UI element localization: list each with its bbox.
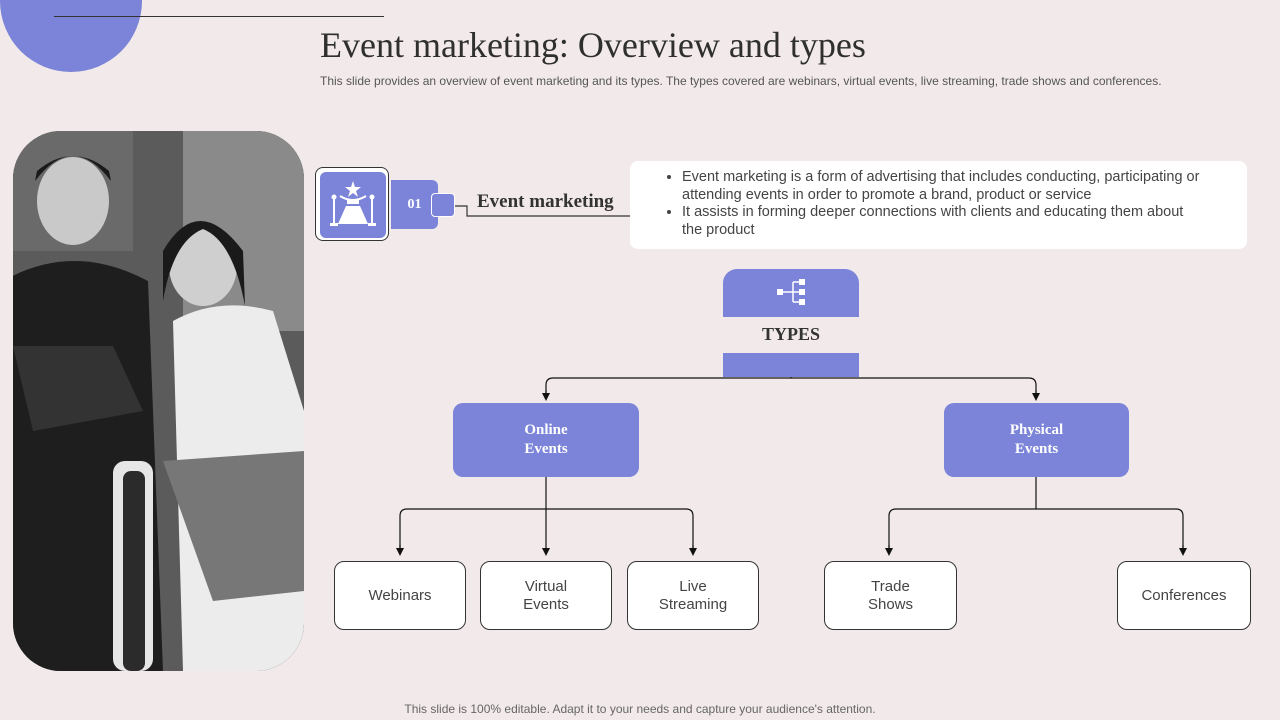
- photo-illustration: [13, 131, 304, 671]
- overview-description: Event marketing is a form of advertising…: [630, 161, 1247, 249]
- step-number-tab: 01: [391, 180, 438, 229]
- connector-square: [431, 193, 455, 217]
- hierarchy-icon: [777, 279, 805, 305]
- live-streaming-box: Live Streaming: [627, 561, 759, 630]
- decorative-line: [54, 16, 384, 17]
- online-branch: [399, 508, 694, 552]
- virtual-events-box: Virtual Events: [480, 561, 612, 630]
- footer-note: This slide is 100% editable. Adapt it to…: [404, 702, 876, 716]
- webinars-box: Webinars: [334, 561, 466, 630]
- event-stage-icon: [330, 181, 376, 226]
- types-header-top: [723, 269, 859, 317]
- people-photo: [13, 131, 304, 671]
- conferences-box: Conferences: [1117, 561, 1251, 630]
- physical-branch: [888, 508, 1184, 552]
- types-header-bottom: [723, 353, 859, 377]
- event-icon-tile: [320, 172, 386, 238]
- decorative-circle: [0, 0, 142, 72]
- overview-bullet: It assists in forming deeper connections…: [682, 204, 1207, 239]
- page-title: Event marketing: Overview and types: [320, 25, 866, 65]
- types-branch: [545, 377, 1037, 397]
- physical-events-box: Physical Events: [944, 403, 1129, 477]
- overview-bullet: Event marketing is a form of advertising…: [682, 169, 1207, 204]
- types-label: TYPES: [761, 324, 821, 344]
- online-events-box: Online Events: [453, 403, 639, 477]
- event-marketing-label: Event marketing: [477, 191, 614, 212]
- trade-shows-box: Trade Shows: [824, 561, 957, 630]
- overview-bullets: Event marketing is a form of advertising…: [630, 161, 1247, 239]
- page-subtitle: This slide provides an overview of event…: [320, 74, 1162, 88]
